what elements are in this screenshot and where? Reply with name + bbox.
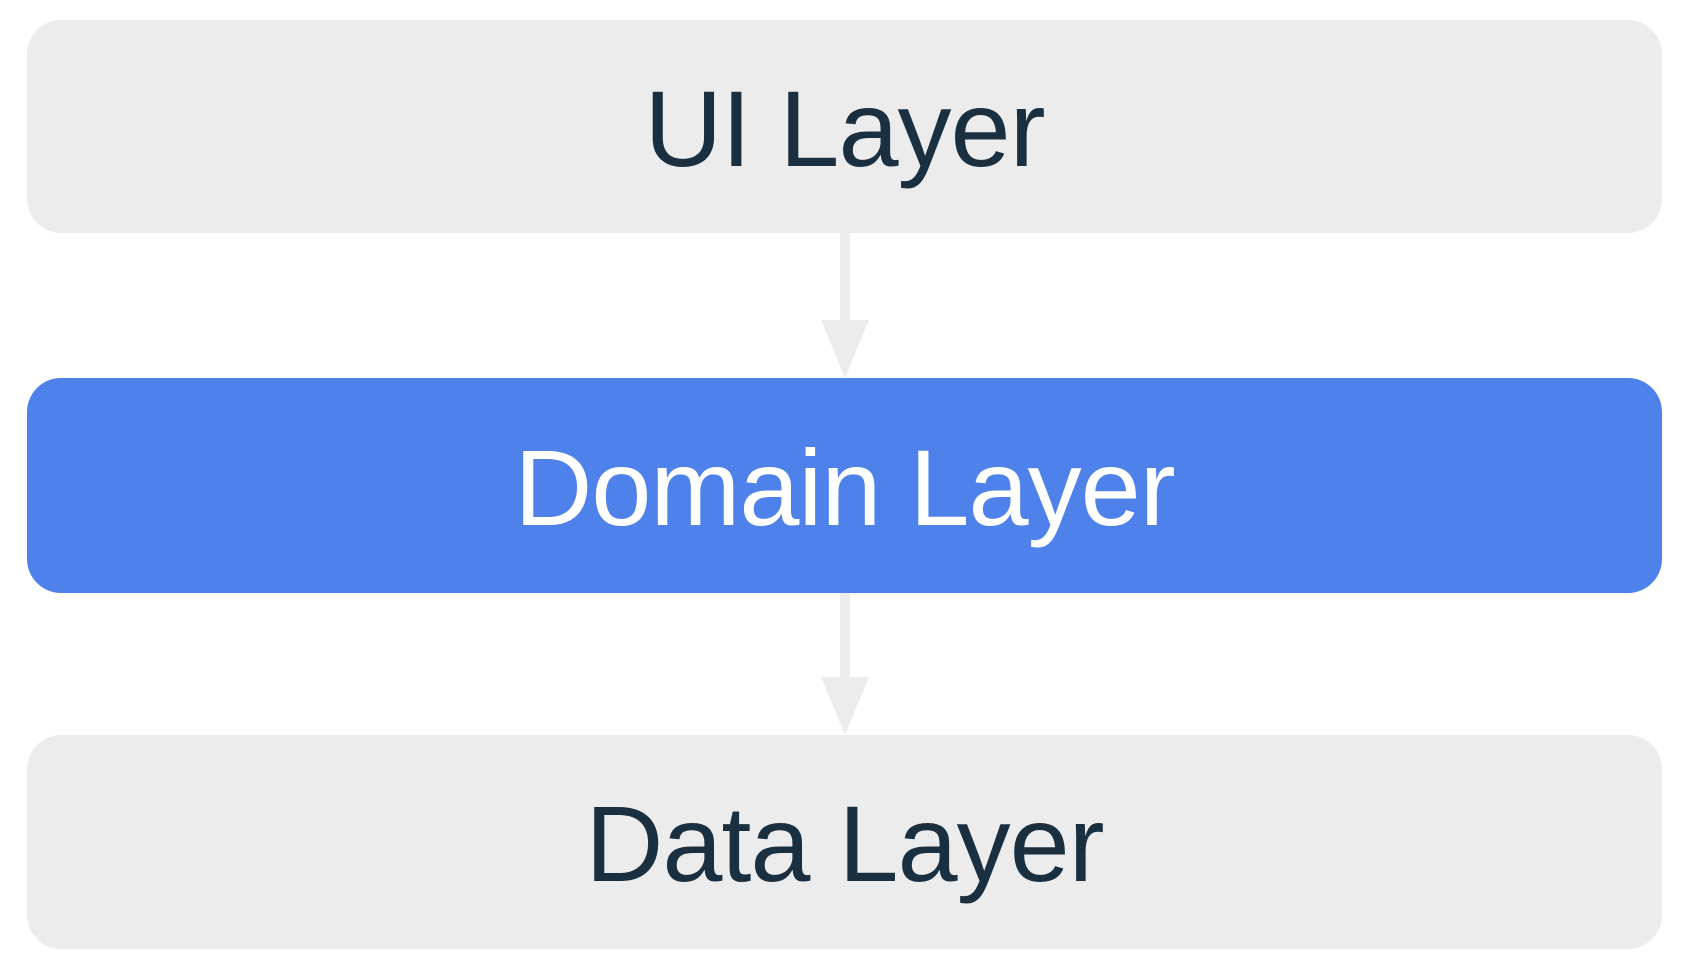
data-layer-label: Data Layer bbox=[585, 783, 1104, 904]
ui-layer-label: UI Layer bbox=[644, 67, 1045, 189]
domain-layer-label: Domain Layer bbox=[514, 426, 1175, 548]
arrow-head bbox=[821, 677, 869, 735]
layer-box-domain: Domain Layer bbox=[27, 378, 1662, 593]
arrow-shaft bbox=[840, 593, 850, 682]
layer-box-data: Data Layer bbox=[27, 735, 1662, 949]
arrow-head bbox=[821, 320, 869, 378]
down-arrow-icon bbox=[821, 593, 869, 735]
down-arrow-icon bbox=[821, 233, 869, 378]
arrow-shaft bbox=[840, 233, 850, 325]
layer-box-ui: UI Layer bbox=[27, 20, 1662, 233]
